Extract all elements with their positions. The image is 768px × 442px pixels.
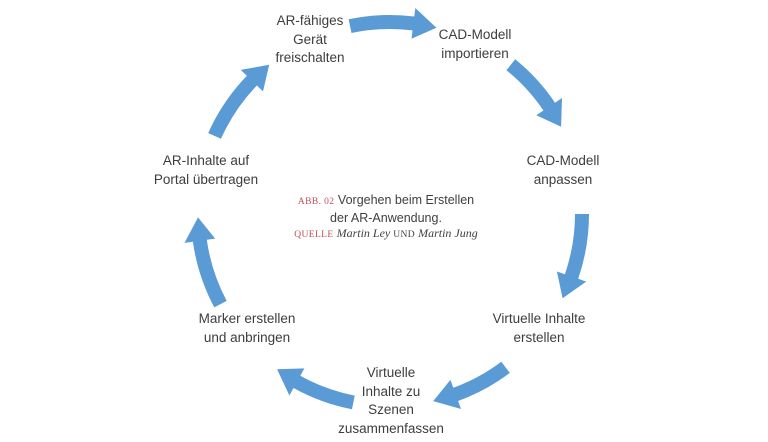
caption-line-1: ABB. 02 Vorgehen beim Erstellen	[294, 193, 477, 211]
caption-source-line: QUELLE Martin Ley UND Martin Jung	[294, 226, 477, 244]
process-step-marker-erstellen-anbringen: Marker erstellen und anbringen	[198, 311, 296, 345]
process-step-cad-modell-importieren: CAD-Modell importieren	[438, 27, 512, 61]
process-step-ar-geraet-freischalten: AR-fähiges Gerät freischalten	[275, 13, 345, 65]
cycle-arrow-marker-erstellen-anbringen-to-ar-inhalte-portal	[184, 217, 227, 308]
source-label: QUELLE	[294, 230, 334, 240]
process-step-ar-inhalte-portal: AR-Inhalte auf Portal übertragen	[153, 153, 259, 187]
caption-title-part2: der AR-Anwendung.	[330, 210, 442, 225]
process-step-virtuelle-inhalte-erstellen: Virtuelle Inhalte erstellen	[492, 311, 586, 345]
process-step-szenen-zusammenfassen: Virtuelle Inhalte zu Szenen zusammenfass…	[338, 365, 444, 436]
process-step-cad-modell-anpassen: CAD-Modell anpassen	[526, 153, 600, 187]
cycle-arrow-cad-modell-importieren-to-cad-modell-anpassen	[506, 59, 562, 127]
source-author-2: Martin Jung	[418, 226, 478, 240]
source-conjunction: UND	[393, 230, 416, 240]
caption-title-part1: Vorgehen beim Erstellen	[337, 193, 475, 207]
figure-caption: ABB. 02 Vorgehen beim Erstellen der AR-A…	[294, 193, 477, 244]
figure-number: ABB. 02	[297, 197, 335, 207]
cycle-arrow-ar-geraet-freischalten-to-cad-modell-importieren	[348, 8, 437, 39]
cycle-arrow-cad-modell-anpassen-to-virtuelle-inhalte-erstellen	[556, 214, 590, 299]
cycle-arrow-ar-inhalte-portal-to-ar-geraet-freischalten	[208, 64, 270, 139]
source-author-1: Martin Ley	[336, 226, 391, 240]
cycle-arrow-virtuelle-inhalte-erstellen-to-szenen-zusammenfassen	[433, 361, 510, 409]
cycle-arrow-szenen-zusammenfassen-to-marker-erstellen-anbringen	[277, 368, 355, 410]
